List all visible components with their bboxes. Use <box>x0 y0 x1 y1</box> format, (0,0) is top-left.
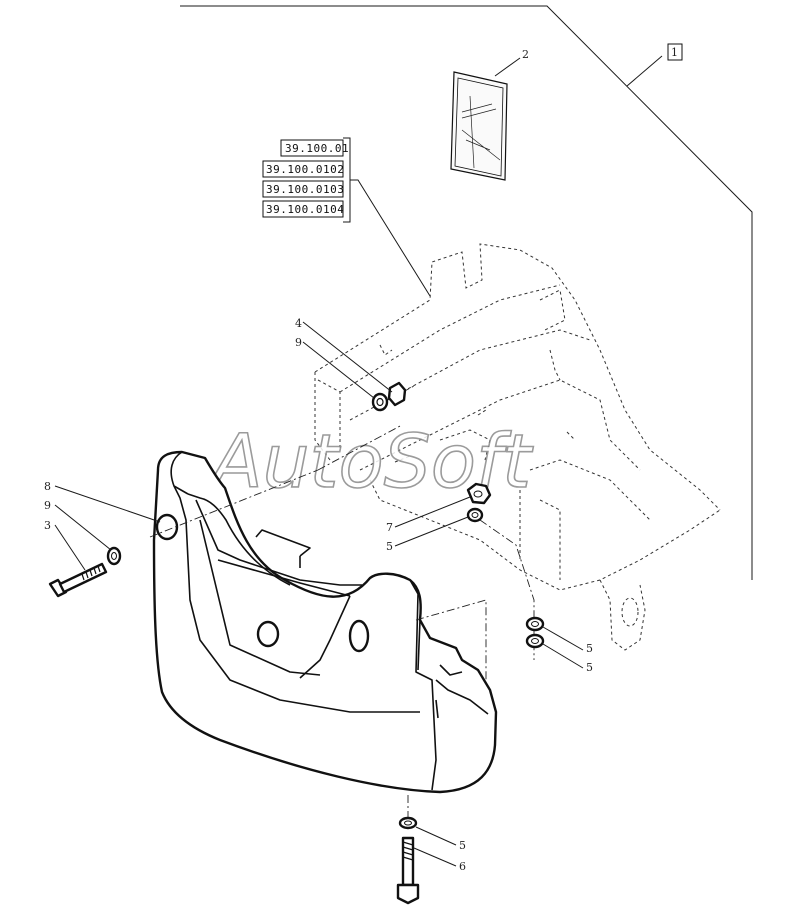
nut-4-upper <box>387 381 407 407</box>
upper-fasteners: 4 9 <box>295 317 407 412</box>
lower-right-washers: 5 5 <box>525 616 593 674</box>
manual-booklet: 2 <box>450 48 529 181</box>
ref-box-4 <box>262 200 344 218</box>
ref-box-1 <box>280 139 344 157</box>
ref-box-2 <box>262 160 344 178</box>
callout-5-bottom: 5 <box>459 839 466 852</box>
ref-code-1: 39.100.01 <box>285 142 349 155</box>
ref-code-4: 39.100.0104 <box>266 203 344 216</box>
counterweight-center-hole <box>256 620 280 648</box>
right-fasteners: 7 5 <box>386 482 492 553</box>
counterweight <box>152 450 498 794</box>
ref-box-3 <box>262 180 344 198</box>
callout-5-b: 5 <box>586 642 593 655</box>
left-fasteners: 8 9 3 <box>44 480 161 598</box>
callout-2: 2 <box>522 48 529 61</box>
bottom-fasteners: 5 6 <box>396 816 466 905</box>
assembly-ref: 1 <box>671 46 678 59</box>
ref-code-3: 39.100.0103 <box>266 183 344 196</box>
callout-4: 4 <box>295 317 302 330</box>
reference-code-list: 39.100.01 39.100.0102 39.100.0103 39.100… <box>262 137 431 297</box>
counterweight-right-hole <box>348 619 370 653</box>
callout-7: 7 <box>386 521 393 534</box>
callout-9-left: 9 <box>44 499 51 512</box>
assembly-ref-box <box>667 43 683 61</box>
bolt-6-head <box>396 883 420 905</box>
assembly-bracket: 1 <box>180 5 753 580</box>
callout-8: 8 <box>44 480 51 493</box>
ref-code-2: 39.100.0102 <box>266 163 344 176</box>
callout-5-right: 5 <box>386 540 393 553</box>
callout-6: 6 <box>459 860 466 873</box>
tractor-frame-outline <box>314 243 721 651</box>
callout-5-c: 5 <box>586 661 593 674</box>
callout-9-upper: 9 <box>295 336 302 349</box>
callout-3: 3 <box>44 519 51 532</box>
counterweight-bolt-hole <box>155 513 179 541</box>
